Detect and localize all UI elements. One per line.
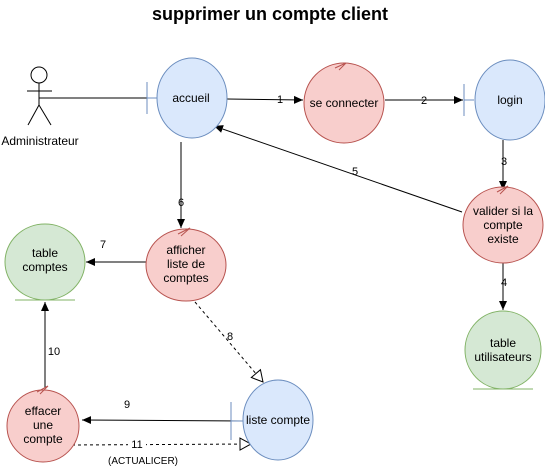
boundary-body bbox=[156, 57, 228, 139]
actor-administrateur: Administrateur bbox=[1, 66, 79, 148]
edge-label-5: 5 bbox=[352, 166, 358, 178]
node-label-liste-compte: liste compte bbox=[246, 413, 310, 427]
control-valider: valider si la compte existe bbox=[462, 185, 544, 264]
edge-label-11: 11 bbox=[131, 439, 142, 451]
edge-label-6: 6 bbox=[178, 197, 184, 209]
node-label-afficher-line2: liste de bbox=[167, 257, 205, 271]
actor-right-leg bbox=[38, 104, 52, 126]
boundary-body bbox=[474, 59, 545, 141]
control-arrow-mark bbox=[496, 185, 509, 195]
edge-label-1: 1 bbox=[277, 94, 283, 106]
control-effacer: effacer une compte bbox=[6, 385, 80, 463]
edge-label-9: 9 bbox=[124, 399, 130, 411]
control-body bbox=[303, 62, 385, 144]
control-body bbox=[145, 228, 227, 302]
node-label-afficher-line1: afficher bbox=[166, 243, 205, 257]
node-label-table-utilisateurs-line1: table bbox=[490, 336, 516, 350]
boundary-liste-compte: liste compte bbox=[230, 379, 314, 461]
entity-table-utilisateurs: table utilisateurs bbox=[464, 310, 542, 390]
node-label-valider-line1: valider si la bbox=[473, 204, 533, 218]
boundary-login: login bbox=[463, 59, 545, 141]
edge-1 bbox=[226, 95, 304, 104]
node-label-table-comptes-line1: table bbox=[32, 246, 58, 260]
node-label-effacer-line3: compte bbox=[23, 432, 63, 446]
control-arrow-mark bbox=[334, 62, 347, 71]
actor-left-leg bbox=[27, 104, 40, 126]
actor-label: Administrateur bbox=[1, 134, 78, 148]
node-label-effacer-line1: effacer bbox=[25, 404, 61, 418]
annotation-actualiser: (ACTUALICER) bbox=[108, 456, 178, 467]
node-label-afficher-line3: comptes bbox=[163, 271, 208, 285]
edge-label-8: 8 bbox=[227, 331, 233, 343]
control-arrow-mark bbox=[177, 227, 191, 237]
edges: 1 2 3 4 5 6 7 8 9 10 11 (ACTUALICER) bbox=[41, 94, 507, 467]
node-label-table-utilisateurs-line2: utilisateurs bbox=[474, 350, 531, 364]
diagram-title: supprimer un compte client bbox=[152, 4, 388, 24]
edge-label-10: 10 bbox=[48, 346, 60, 358]
node-label-se-connecter: se connecter bbox=[310, 96, 379, 110]
edge-11 bbox=[71, 437, 253, 451]
control-afficher: afficher liste de comptes bbox=[145, 227, 227, 302]
boundary-accueil: accueil bbox=[146, 57, 228, 139]
node-label-effacer-line2: une bbox=[33, 418, 53, 432]
node-label-table-comptes-line2: comptes bbox=[22, 260, 67, 274]
edge-5 bbox=[213, 125, 463, 213]
node-label-login: login bbox=[497, 93, 522, 107]
edge-label-4: 4 bbox=[501, 277, 507, 289]
node-label-valider-line3: existe bbox=[487, 232, 519, 246]
edge-9 bbox=[81, 416, 244, 425]
control-body bbox=[462, 186, 544, 264]
control-body bbox=[6, 389, 80, 463]
boundary-body bbox=[242, 379, 314, 461]
control-arrow-mark bbox=[36, 385, 49, 395]
entity-table-comptes: table comptes bbox=[4, 223, 86, 301]
control-se-connecter: se connecter bbox=[303, 62, 385, 144]
edge-label-2: 2 bbox=[421, 95, 427, 107]
edge-label-11-bg bbox=[128, 437, 146, 449]
edge-label-3: 3 bbox=[501, 156, 507, 168]
node-label-valider-line2: compte bbox=[483, 218, 523, 232]
edge-label-7: 7 bbox=[100, 239, 106, 251]
node-label-accueil: accueil bbox=[172, 91, 209, 105]
nodes: accueil se connecter login valider si la… bbox=[4, 57, 545, 463]
actor-head bbox=[30, 66, 48, 84]
